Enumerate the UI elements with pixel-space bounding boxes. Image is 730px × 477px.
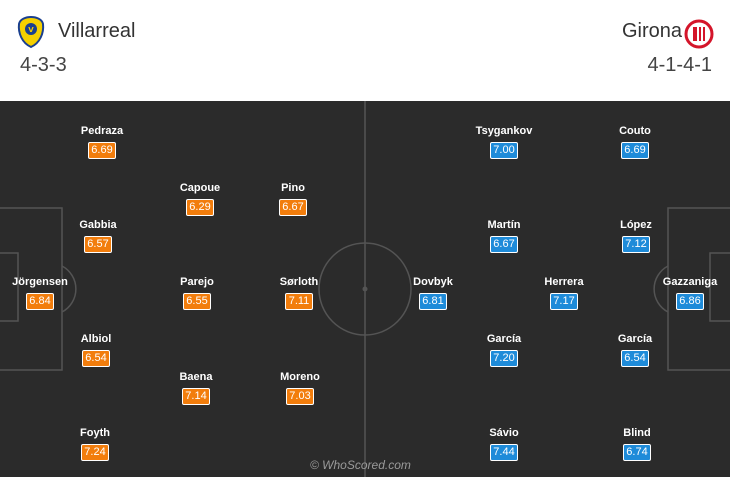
player-rating: 7.14 bbox=[182, 388, 210, 405]
player-rating: 6.74 bbox=[623, 444, 651, 461]
player-name: Dovbyk bbox=[413, 276, 453, 288]
away-player-dovbyk[interactable]: Dovbyk 6.81 bbox=[388, 275, 478, 310]
away-player-gazzaniga[interactable]: Gazzaniga 6.86 bbox=[645, 275, 730, 310]
away-team-name[interactable]: Girona bbox=[621, 20, 682, 42]
pitch-markings bbox=[0, 101, 730, 477]
away-player-couto[interactable]: Couto 6.69 bbox=[590, 124, 680, 159]
player-name: Moreno bbox=[280, 371, 320, 383]
away-player-lopez[interactable]: López 7.12 bbox=[591, 218, 681, 253]
player-name: Herrera bbox=[544, 276, 584, 288]
away-player-herrera[interactable]: Herrera 7.17 bbox=[519, 275, 609, 310]
player-rating: 6.54 bbox=[621, 350, 649, 367]
player-rating: 6.67 bbox=[490, 236, 518, 253]
player-name: Pino bbox=[281, 182, 305, 194]
away-player-savio[interactable]: Sávio 7.44 bbox=[459, 426, 549, 461]
player-name: Jörgensen bbox=[12, 276, 68, 288]
player-name: Tsygankov bbox=[475, 125, 533, 137]
home-player-jorgensen[interactable]: Jörgensen 6.84 bbox=[0, 275, 85, 310]
player-rating: 6.69 bbox=[621, 142, 649, 159]
player-name: Couto bbox=[619, 125, 651, 137]
player-name: Sørloth bbox=[279, 276, 319, 288]
player-name: Pedraza bbox=[80, 125, 124, 137]
home-player-albiol[interactable]: Albiol 6.54 bbox=[51, 332, 141, 367]
player-name: García bbox=[617, 333, 653, 345]
player-name: Sávio bbox=[489, 427, 519, 439]
player-name: Foyth bbox=[80, 427, 110, 439]
home-player-baena[interactable]: Baena 7.14 bbox=[151, 370, 241, 405]
player-name: Martín bbox=[487, 219, 521, 231]
away-player-martin[interactable]: Martín 6.67 bbox=[459, 218, 549, 253]
player-name: Gazzaniga bbox=[662, 276, 718, 288]
player-name: García bbox=[486, 333, 522, 345]
away-formation: 4-1-4-1 bbox=[647, 54, 712, 76]
whoscored-watermark: © WhoScored.com bbox=[310, 458, 411, 472]
player-name: Albiol bbox=[80, 333, 112, 345]
girona-crest-icon bbox=[684, 19, 714, 49]
player-name: Gabbia bbox=[79, 219, 117, 231]
player-name: Blind bbox=[623, 427, 651, 439]
home-player-pedraza[interactable]: Pedraza 6.69 bbox=[57, 124, 147, 159]
player-rating: 7.20 bbox=[490, 350, 518, 367]
match-header: V Villarreal 4-3-3 Girona 4-1-4-1 bbox=[0, 0, 730, 101]
home-team-name[interactable]: Villarreal bbox=[58, 20, 136, 42]
player-rating: 6.55 bbox=[183, 293, 211, 310]
player-rating: 6.84 bbox=[26, 293, 54, 310]
home-player-pino[interactable]: Pino 6.67 bbox=[248, 181, 338, 216]
player-rating: 7.11 bbox=[285, 293, 313, 310]
away-player-garcia-right-back[interactable]: García 6.54 bbox=[590, 332, 680, 367]
home-player-foyth[interactable]: Foyth 7.24 bbox=[50, 426, 140, 461]
player-rating: 6.67 bbox=[279, 199, 307, 216]
player-rating: 6.69 bbox=[88, 142, 116, 159]
villarreal-crest-icon: V bbox=[17, 15, 45, 49]
player-name: Parejo bbox=[180, 276, 214, 288]
away-player-tsygankov[interactable]: Tsygankov 7.00 bbox=[459, 124, 549, 159]
player-name: Baena bbox=[179, 371, 213, 383]
home-player-moreno[interactable]: Moreno 7.03 bbox=[255, 370, 345, 405]
player-rating: 7.03 bbox=[286, 388, 314, 405]
player-name: Capoue bbox=[179, 182, 221, 194]
home-player-sorloth[interactable]: Sørloth 7.11 bbox=[254, 275, 344, 310]
away-player-blind[interactable]: Blind 6.74 bbox=[592, 426, 682, 461]
player-rating: 7.12 bbox=[622, 236, 650, 253]
home-player-capoue[interactable]: Capoue 6.29 bbox=[155, 181, 245, 216]
player-rating: 6.54 bbox=[82, 350, 110, 367]
player-rating: 6.57 bbox=[84, 236, 112, 253]
player-rating: 7.17 bbox=[550, 293, 578, 310]
player-rating: 7.44 bbox=[490, 444, 518, 461]
home-formation: 4-3-3 bbox=[20, 54, 67, 76]
player-name: López bbox=[620, 219, 652, 231]
away-player-garcia-midfield[interactable]: García 7.20 bbox=[459, 332, 549, 367]
player-rating: 6.81 bbox=[419, 293, 447, 310]
player-rating: 6.86 bbox=[676, 293, 704, 310]
pitch: Jörgensen 6.84 Pedraza 6.69 Gabbia 6.57 … bbox=[0, 101, 730, 477]
svg-text:V: V bbox=[28, 26, 34, 34]
player-rating: 6.29 bbox=[186, 199, 214, 216]
player-rating: 7.00 bbox=[490, 142, 518, 159]
home-player-gabbia[interactable]: Gabbia 6.57 bbox=[53, 218, 143, 253]
home-player-parejo[interactable]: Parejo 6.55 bbox=[152, 275, 242, 310]
player-rating: 7.24 bbox=[81, 444, 109, 461]
